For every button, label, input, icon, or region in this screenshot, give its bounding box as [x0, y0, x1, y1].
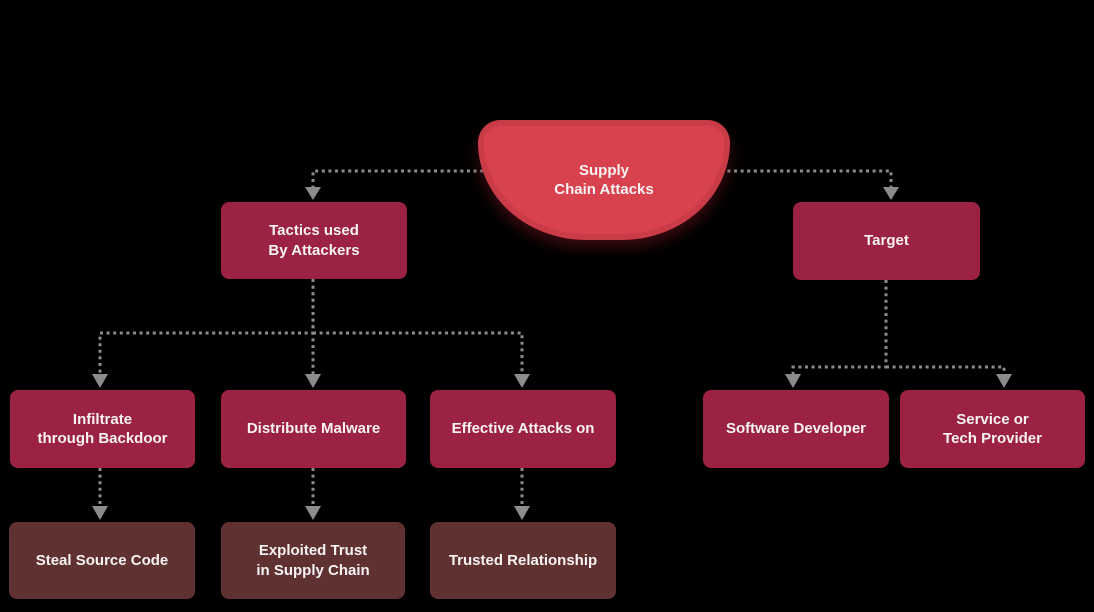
node-distribute-malware: Distribute Malware [221, 390, 406, 468]
node-target: Target [793, 202, 980, 280]
edge-distribute-exploited [305, 468, 321, 520]
node-effective-attacks-on: Effective Attacks on [430, 390, 616, 468]
node-service-or-tech-provider: Service or Tech Provider [900, 390, 1085, 468]
edge-target-service-provider [886, 365, 1012, 388]
edge-infiltrate-steal [92, 468, 108, 520]
node-exploited-trust-in-supply-chain: Exploited Trust in Supply Chain [221, 522, 405, 599]
node-software-developer: Software Developer [703, 390, 889, 468]
edge-root-tactics [305, 169, 602, 200]
edge-tactics-distribute [305, 279, 321, 388]
node-tactics-used-by-attackers: Tactics used By Attackers [221, 202, 407, 279]
edge-tactics-infiltrate [92, 279, 315, 388]
node-supply-chain-attacks: Supply Chain Attacks [478, 120, 730, 240]
node-infiltrate-through-backdoor: Infiltrate through Backdoor [10, 390, 195, 468]
edge-root-target [602, 169, 899, 200]
node-steal-source-code: Steal Source Code [9, 522, 195, 599]
edge-tactics-effective [313, 331, 530, 388]
edge-effective-trusted [514, 468, 530, 520]
node-trusted-relationship: Trusted Relationship [430, 522, 616, 599]
edge-target-software-developer [785, 280, 888, 388]
